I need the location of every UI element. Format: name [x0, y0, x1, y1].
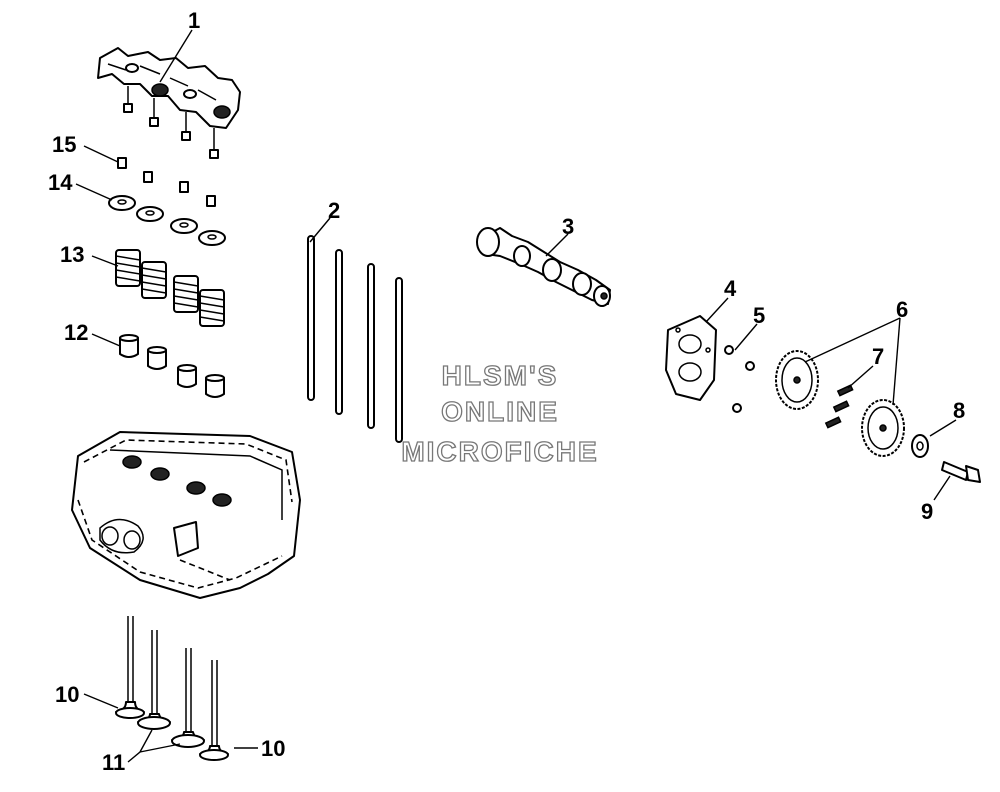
spring-retainers: [108, 195, 226, 246]
valves: [115, 616, 229, 761]
valve-springs: [115, 249, 225, 327]
watermark-line-3: MICROFICHE: [401, 436, 598, 467]
callout-15: 15: [52, 132, 76, 157]
valve-stem-seals: [119, 334, 225, 398]
callout-labels: 1 2 3 4 5 6 7 8 9 10 10 11 12 13 14 15: [48, 8, 965, 775]
leader-lines: [75, 29, 957, 763]
washer: [911, 434, 929, 458]
callout-11: 11: [102, 750, 125, 775]
callout-2: 2: [328, 198, 340, 223]
callout-14: 14: [48, 170, 73, 195]
callout-9: 9: [921, 499, 933, 524]
callout-12: 12: [64, 320, 88, 345]
callout-10a: 10: [55, 682, 79, 707]
watermark-line-1: HLSM'S: [442, 360, 559, 391]
cylinder-head: [71, 431, 301, 599]
callout-6: 6: [896, 297, 908, 322]
callout-10b: 10: [261, 736, 285, 761]
watermark: HLSM'S ONLINE MICROFICHE: [401, 359, 598, 467]
callout-3: 3: [562, 214, 574, 239]
callout-5: 5: [753, 303, 765, 328]
bolt: [941, 461, 981, 483]
callout-13: 13: [60, 242, 84, 267]
cam-gears: [775, 350, 905, 457]
screws: [724, 345, 755, 413]
valve-keepers: [117, 157, 216, 207]
gasket: [665, 315, 717, 401]
push-rods: [307, 235, 403, 443]
callout-7: 7: [872, 344, 884, 369]
callout-1: 1: [188, 8, 200, 33]
dowel-pins: [824, 384, 854, 429]
camshaft: [476, 227, 611, 307]
watermark-line-2: ONLINE: [441, 396, 559, 427]
callout-8: 8: [953, 398, 965, 423]
callout-4: 4: [724, 276, 737, 301]
rocker-arm-assembly: [97, 47, 241, 159]
